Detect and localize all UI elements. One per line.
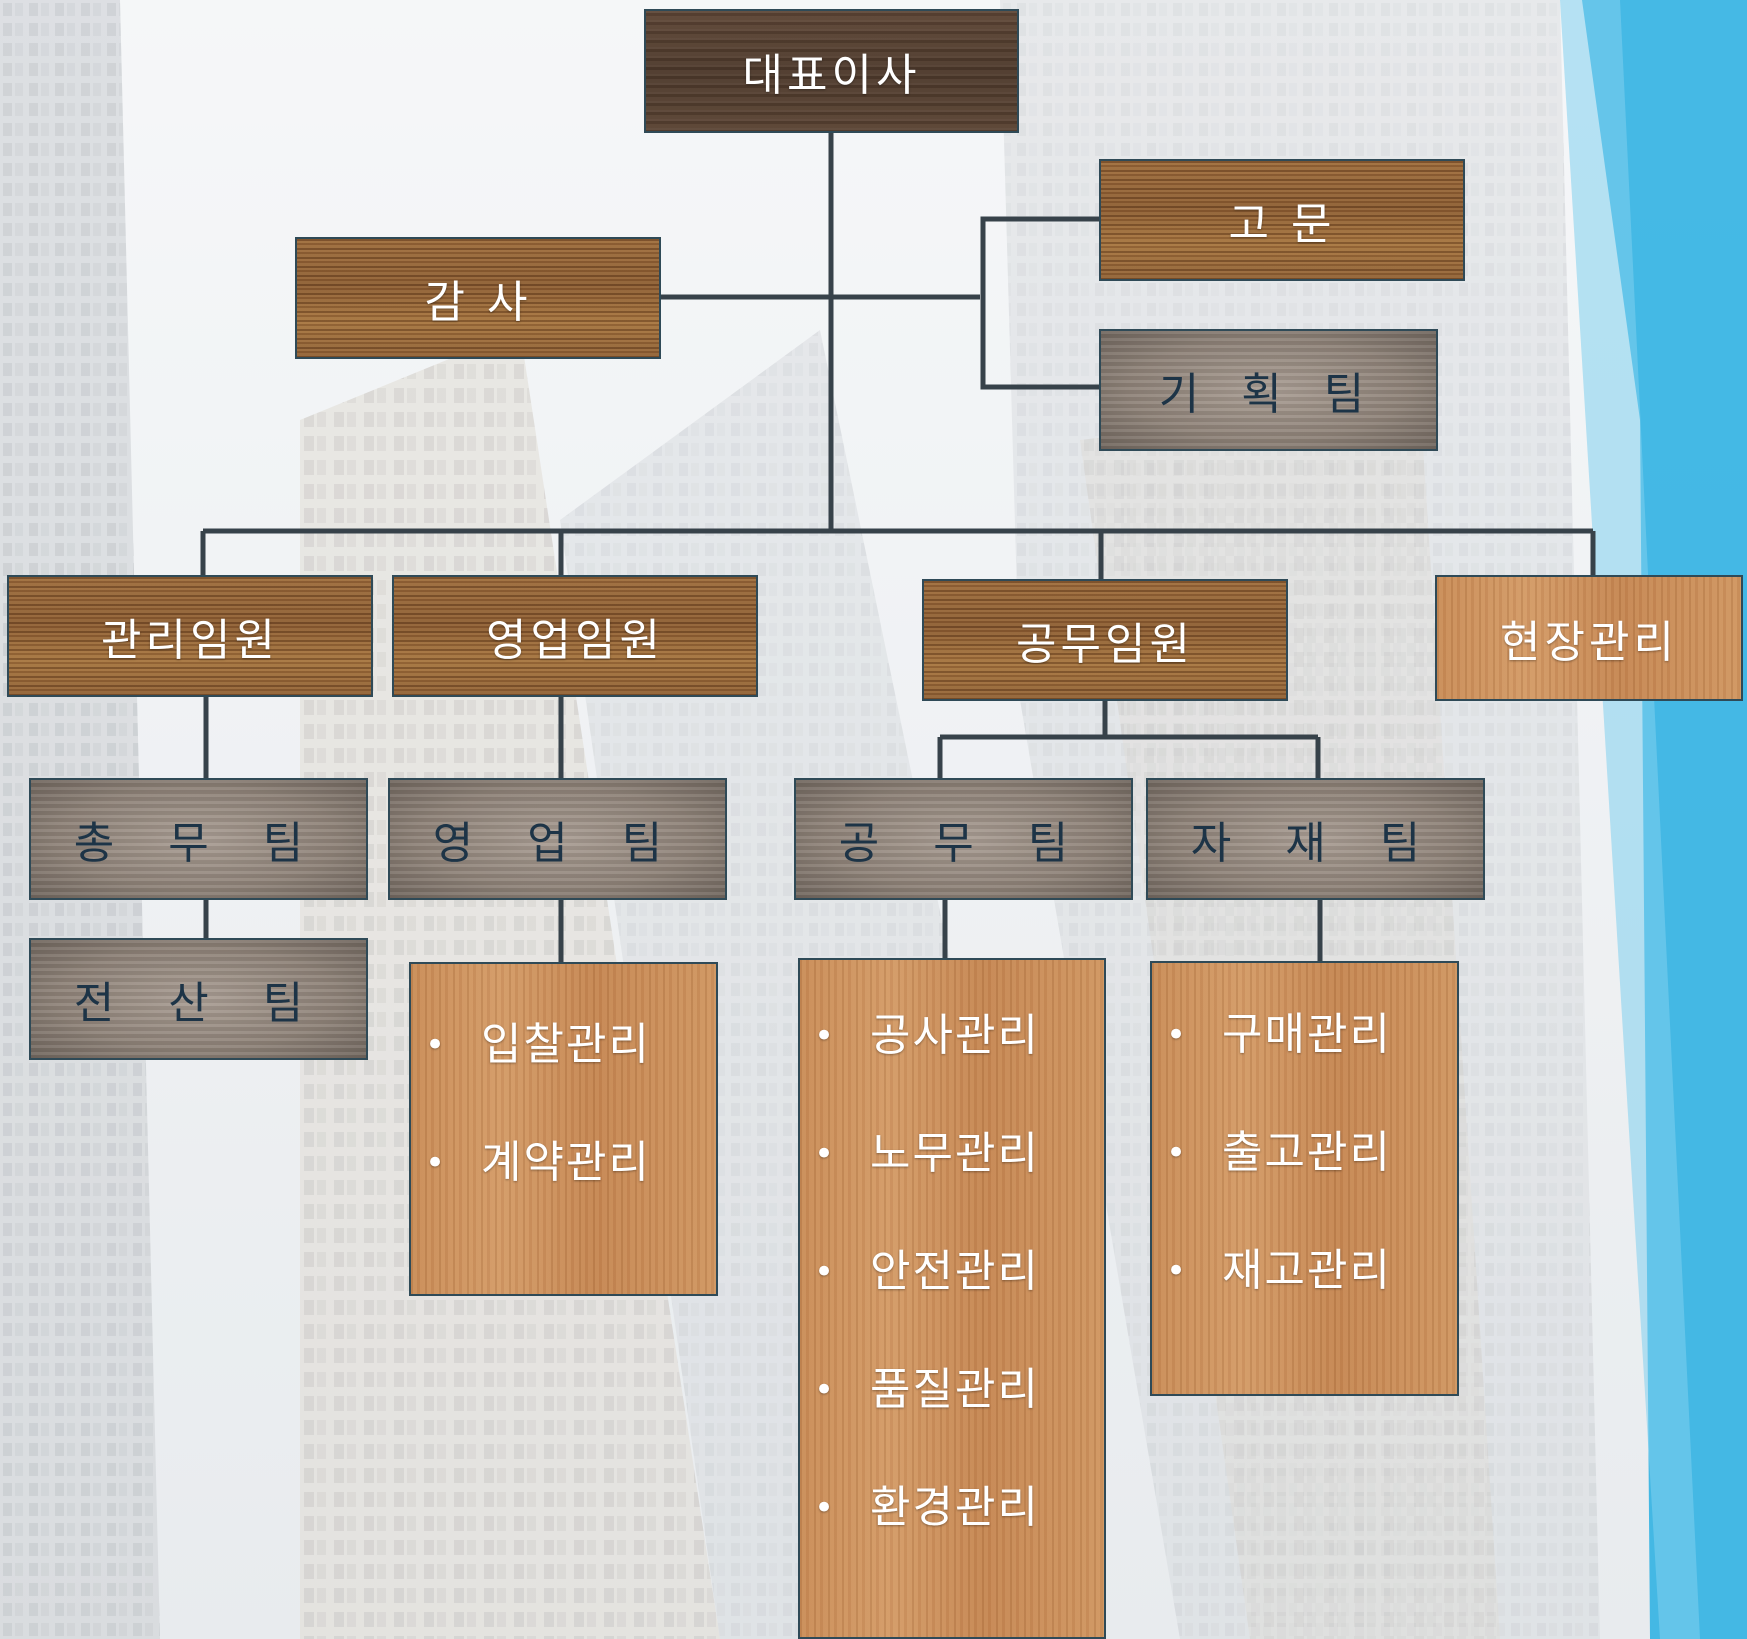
it-team-box: 전 산 팀 bbox=[29, 938, 368, 1060]
list-item: 재고관리 bbox=[1152, 1212, 1392, 1330]
it-team-label: 전 산 팀 bbox=[73, 978, 324, 1029]
list-item: 품질관리 bbox=[800, 1331, 1040, 1449]
management-exec-label: 관리임원 bbox=[101, 615, 279, 666]
list-item: 공사관리 bbox=[800, 977, 1040, 1095]
construction-exec-label: 공무임원 bbox=[1016, 619, 1194, 670]
construction-duties-list: 공사관리 노무관리 안전관리 품질관리 환경관리 bbox=[800, 977, 1040, 1567]
ceo-box: 대표이사 bbox=[644, 9, 1019, 133]
management-exec-box: 관리임원 bbox=[7, 575, 373, 697]
list-item: 출고관리 bbox=[1152, 1094, 1392, 1212]
sales-team-box: 영 업 팀 bbox=[388, 778, 727, 900]
general-affairs-team-box: 총 무 팀 bbox=[29, 778, 368, 900]
list-item: 환경관리 bbox=[800, 1449, 1040, 1567]
list-item: 안전관리 bbox=[800, 1213, 1040, 1331]
planning-team-label: 기 획 팀 bbox=[1158, 369, 1379, 420]
sales-duties-list: 입찰관리 계약관리 bbox=[411, 986, 651, 1222]
construction-team-label: 공 무 팀 bbox=[838, 818, 1089, 869]
materials-duties-list: 구매관리 출고관리 재고관리 bbox=[1152, 976, 1392, 1330]
materials-duties-box: 구매관리 출고관리 재고관리 bbox=[1150, 961, 1459, 1396]
auditor-label: 감 사 bbox=[424, 277, 532, 328]
construction-exec-box: 공무임원 bbox=[922, 579, 1288, 701]
list-item: 입찰관리 bbox=[411, 986, 651, 1104]
sales-exec-label: 영업임원 bbox=[486, 615, 664, 666]
list-item: 계약관리 bbox=[411, 1104, 651, 1222]
site-management-label: 현장관리 bbox=[1500, 617, 1678, 668]
advisor-label: 고 문 bbox=[1228, 199, 1336, 250]
auditor-box: 감 사 bbox=[295, 237, 661, 359]
sales-duties-box: 입찰관리 계약관리 bbox=[409, 962, 718, 1296]
general-affairs-team-label: 총 무 팀 bbox=[73, 818, 324, 869]
planning-team-box: 기 획 팀 bbox=[1099, 329, 1438, 451]
site-management-box: 현장관리 bbox=[1435, 575, 1743, 701]
sales-team-label: 영 업 팀 bbox=[432, 818, 683, 869]
construction-duties-box: 공사관리 노무관리 안전관리 품질관리 환경관리 bbox=[798, 958, 1106, 1639]
ceo-label: 대표이사 bbox=[742, 50, 921, 101]
advisor-box: 고 문 bbox=[1099, 159, 1465, 281]
sales-exec-box: 영업임원 bbox=[392, 575, 758, 697]
list-item: 구매관리 bbox=[1152, 976, 1392, 1094]
construction-team-box: 공 무 팀 bbox=[794, 778, 1133, 900]
materials-team-box: 자 재 팀 bbox=[1146, 778, 1485, 900]
materials-team-label: 자 재 팀 bbox=[1190, 818, 1441, 869]
list-item: 노무관리 bbox=[800, 1095, 1040, 1213]
